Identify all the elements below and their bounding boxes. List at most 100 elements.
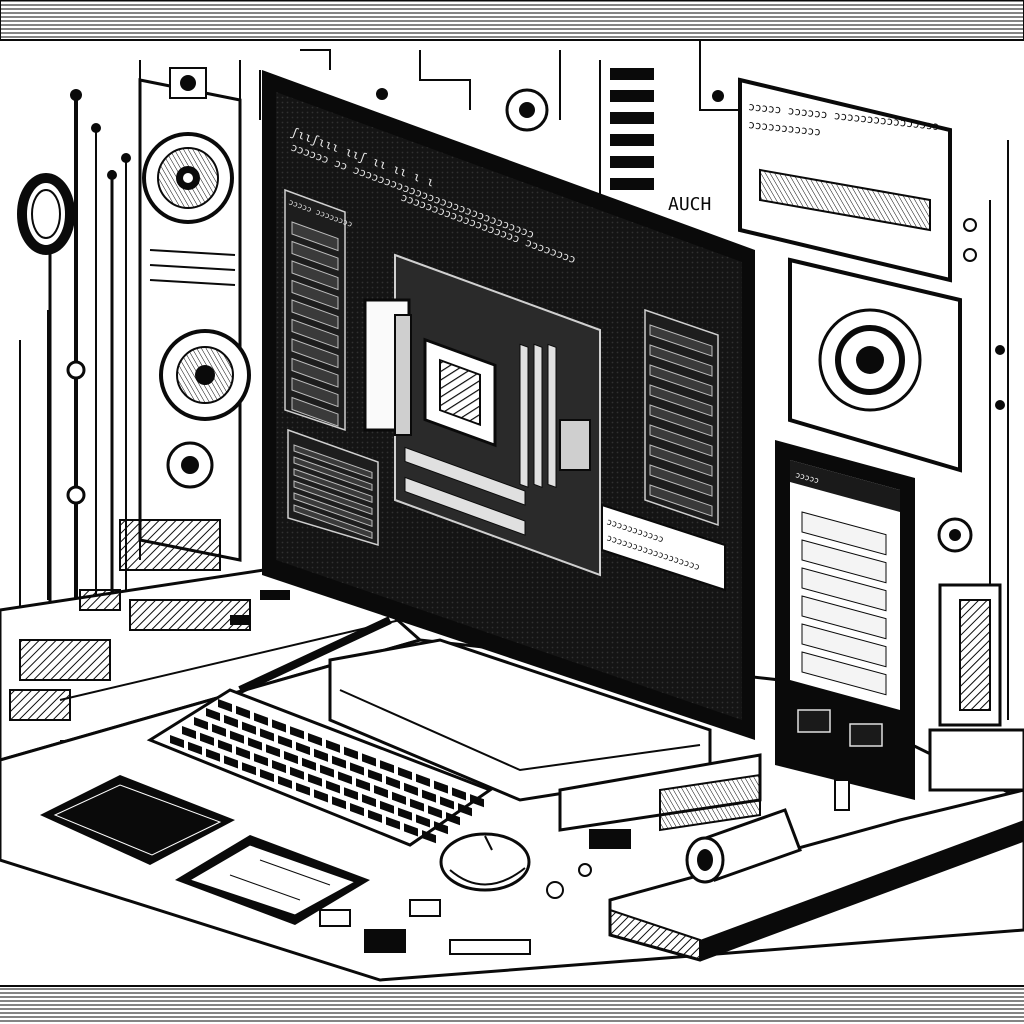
keyboard-key bbox=[332, 796, 346, 810]
screen-popup: ɔɔɔɔɔɔɔɔɔɔɔ ɔɔɔɔɔɔɔɔɔɔɔɔɔɔɔɔɔɔ bbox=[601, 503, 726, 592]
screen-right-row bbox=[649, 384, 713, 417]
keyboard-key bbox=[398, 766, 412, 781]
fan-icon bbox=[159, 329, 251, 421]
keyboard-key bbox=[422, 789, 436, 803]
camera-lens-icon bbox=[685, 808, 802, 884]
keyboard-key bbox=[362, 793, 376, 808]
main-monitor: ʃɩɩʃɩɩɩ ɩɩʃ ɩɩ ɩɩ ɩ ɩ ɔɔɔɔɔɔ ɔɔ ɔɔɔɔɔɔɔɔ… bbox=[262, 70, 755, 740]
keyboard-key bbox=[266, 744, 280, 758]
keyboard-key bbox=[230, 730, 244, 744]
screen-sidebar-row bbox=[291, 357, 339, 388]
keyboard-key bbox=[344, 746, 358, 760]
screen-right-row bbox=[649, 364, 713, 397]
keyboard-key bbox=[374, 784, 388, 799]
screen-sidebar-row bbox=[291, 396, 339, 427]
keyboard-key bbox=[422, 830, 436, 844]
phone-list-item bbox=[801, 651, 887, 696]
keyboard-key bbox=[200, 732, 214, 746]
poster-text: AUCH bbox=[668, 194, 711, 215]
monitor-base bbox=[328, 638, 762, 832]
keyboard-key bbox=[296, 782, 310, 796]
tablet-light bbox=[175, 835, 370, 925]
screen-sidebar-row bbox=[291, 377, 339, 408]
motherboard-icon bbox=[363, 253, 601, 577]
right-fan-box bbox=[788, 257, 962, 473]
keyboard-key bbox=[458, 803, 472, 817]
screen-bottom-row bbox=[293, 480, 373, 516]
right-floor-block bbox=[608, 788, 1024, 962]
keyboard-key bbox=[446, 812, 460, 826]
phone-list-item bbox=[801, 595, 887, 640]
keyboard-key bbox=[326, 739, 340, 753]
keyboard-key bbox=[284, 750, 298, 765]
keyboard-key bbox=[362, 753, 376, 767]
keyboard-key bbox=[236, 746, 250, 760]
keyboard-key bbox=[308, 732, 322, 747]
fan-icon bbox=[166, 441, 214, 489]
keyboard-key bbox=[218, 739, 232, 753]
keyboard-key bbox=[290, 726, 304, 740]
keyboard-key bbox=[272, 759, 286, 774]
left-tower bbox=[138, 67, 251, 562]
screen-bottom-row bbox=[293, 504, 373, 540]
keyboard-key bbox=[182, 725, 196, 740]
keyboard-key bbox=[470, 794, 484, 808]
screen-sidebar-row bbox=[291, 221, 339, 252]
mouse-icon bbox=[439, 832, 531, 892]
keyboard-key bbox=[392, 791, 406, 805]
keyboard-key bbox=[386, 775, 400, 790]
screen-right-row bbox=[649, 324, 713, 357]
keyboard-key bbox=[380, 760, 394, 774]
keyboard-key bbox=[278, 775, 292, 789]
keyboard-key bbox=[236, 705, 250, 719]
keyboard-key bbox=[368, 769, 382, 783]
keyboard-key bbox=[320, 764, 334, 778]
keyboard-key bbox=[170, 734, 184, 749]
keyboard-key bbox=[368, 809, 382, 823]
keyboard-key bbox=[242, 721, 256, 735]
phone-list-item bbox=[801, 539, 887, 584]
keyboard-key bbox=[350, 802, 364, 817]
screen-sidebar: ɔɔɔɔɔ ɔɔɔɔɔɔɔɔ bbox=[284, 188, 354, 432]
screen-right-row bbox=[649, 404, 713, 437]
keyboard-key bbox=[416, 814, 430, 828]
keyboard-key bbox=[434, 821, 448, 835]
phone-list-item bbox=[801, 511, 887, 556]
keyboard-key bbox=[404, 782, 418, 796]
screen-bottom-row bbox=[293, 456, 373, 492]
keyboard-key bbox=[440, 796, 454, 810]
keyboard-key bbox=[386, 816, 400, 830]
keyboard-key bbox=[206, 748, 220, 762]
screen-sidebar-row bbox=[291, 279, 339, 310]
screen-bottom-row bbox=[293, 492, 373, 528]
top-right-panel: ɔɔɔɔɔ ɔɔɔɔɔɔ ɔɔɔɔɔɔɔɔɔɔɔɔɔɔɔɔ ɔɔɔɔɔɔɔɔɔɔ… bbox=[738, 77, 952, 283]
ring-icon bbox=[17, 173, 75, 610]
keyboard-key bbox=[206, 707, 220, 722]
keyboard-key bbox=[278, 735, 292, 749]
keyboard-key bbox=[404, 823, 418, 837]
keyboard-key bbox=[302, 757, 316, 771]
keyboard-key bbox=[350, 762, 364, 776]
screen-right-row bbox=[649, 444, 713, 477]
keyboard-key bbox=[308, 773, 322, 787]
keyboard-key bbox=[296, 741, 310, 756]
keyboard-key bbox=[224, 714, 238, 728]
keyboard-key bbox=[314, 748, 328, 762]
keyboard-key bbox=[380, 800, 394, 814]
keyboard-key bbox=[194, 716, 208, 731]
top-decor: AUCH bbox=[376, 68, 724, 215]
screen-right-row bbox=[649, 344, 713, 377]
screen-right-row bbox=[649, 484, 713, 517]
keyboard-key bbox=[254, 712, 268, 726]
tablet-dark bbox=[40, 775, 235, 865]
right-machinery bbox=[928, 218, 1024, 792]
phone-icon: ɔɔɔɔɔ bbox=[775, 440, 915, 811]
phone-list-item bbox=[801, 623, 887, 668]
keyboard-key bbox=[188, 741, 202, 755]
keyboard-key bbox=[248, 737, 262, 751]
keyboard-key bbox=[428, 805, 442, 819]
screen-bottom-panel bbox=[287, 428, 379, 547]
keyboard-key bbox=[398, 807, 412, 821]
fan-icon bbox=[142, 132, 234, 224]
keyboard-key bbox=[218, 698, 232, 713]
